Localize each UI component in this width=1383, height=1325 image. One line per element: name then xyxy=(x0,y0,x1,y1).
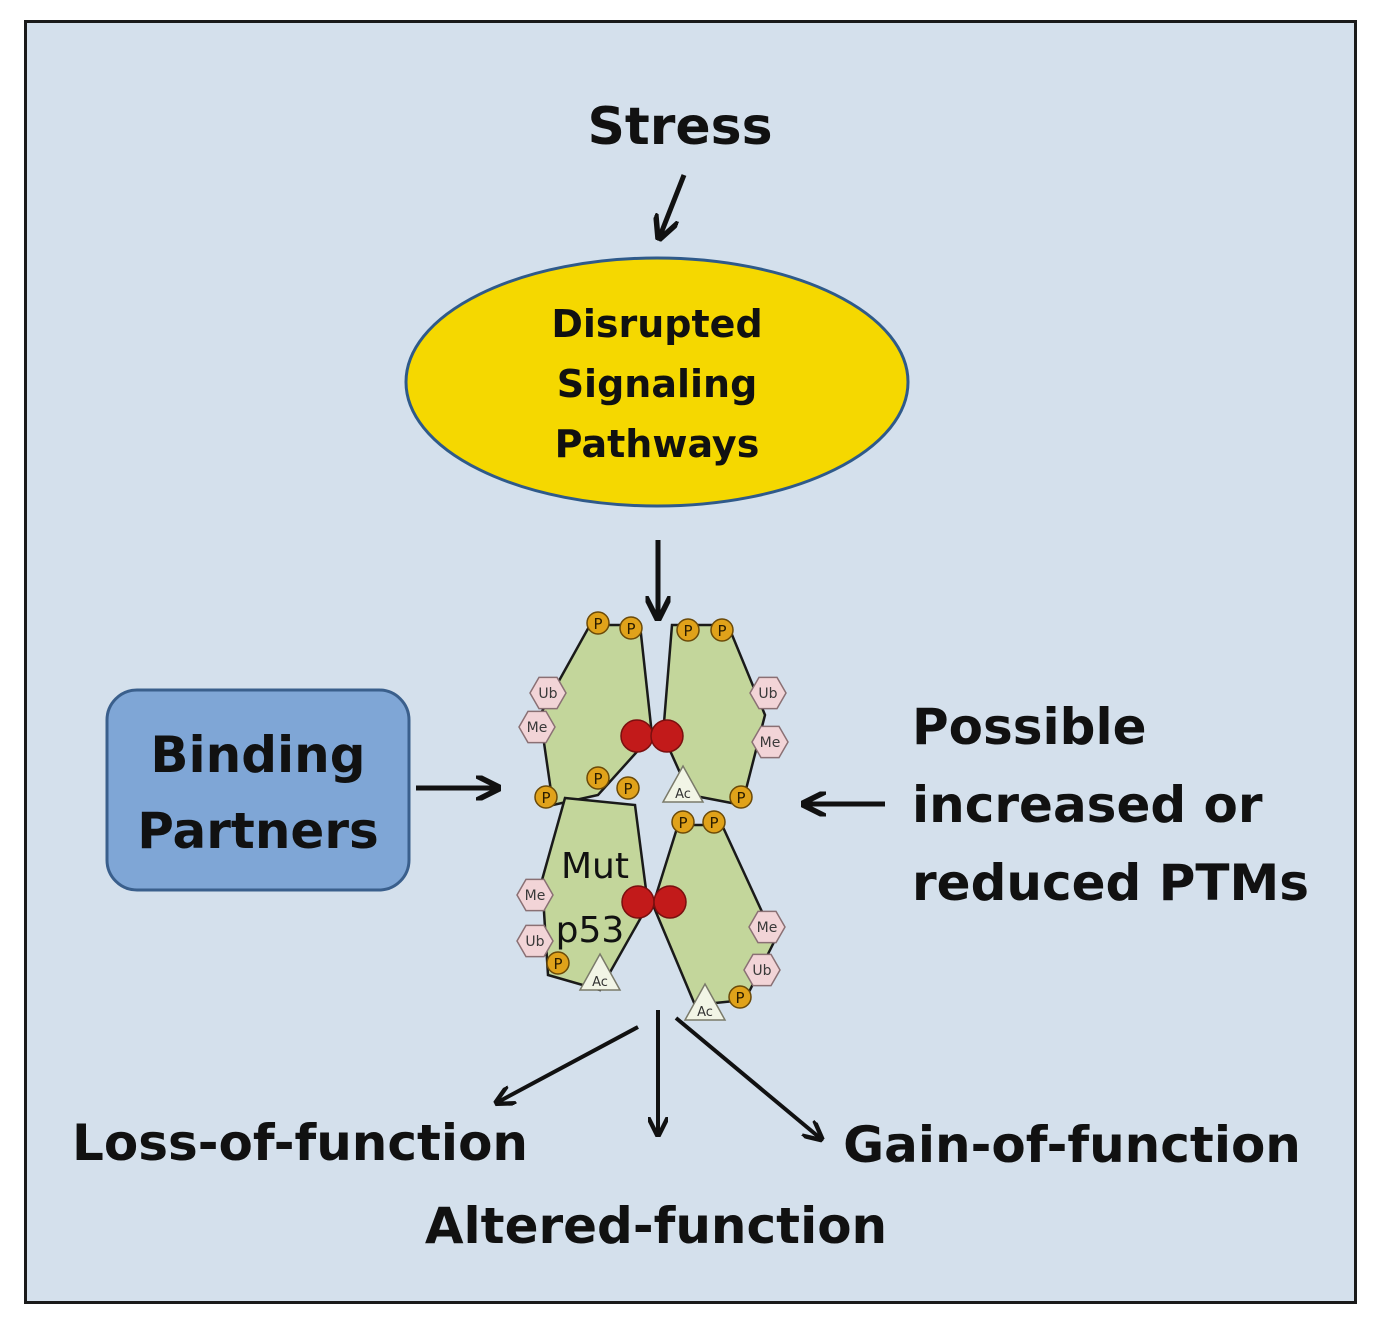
svg-text:P: P xyxy=(623,780,632,798)
stress-label: Stress xyxy=(587,97,772,157)
svg-text:Ac: Ac xyxy=(592,975,608,990)
ptm-note-line-3: reduced PTMs xyxy=(912,854,1309,912)
svg-text:P: P xyxy=(553,955,562,973)
dimer-contact-dot xyxy=(620,719,654,753)
svg-text:Me: Me xyxy=(760,735,781,751)
phosphorylation-marker: P xyxy=(676,618,700,642)
dimer-contact-dot xyxy=(650,719,684,753)
binding-box-line-2: Partners xyxy=(137,802,379,860)
loss-of-function-arrow xyxy=(498,1025,639,1102)
binding-partners-box xyxy=(105,688,411,892)
methyl-marker: Me xyxy=(751,725,789,759)
acetylation-marker: Ac xyxy=(661,764,705,803)
svg-text:P: P xyxy=(735,989,744,1007)
svg-text:Ub: Ub xyxy=(538,686,557,702)
svg-text:P: P xyxy=(593,770,602,788)
phosphorylation-marker: P xyxy=(728,985,752,1009)
loss-of-function-label: Loss-of-function xyxy=(72,1114,528,1172)
phosphorylation-marker: P xyxy=(710,618,734,642)
ubiquitin-marker: Ub xyxy=(516,924,554,958)
ptm-note-line-1: Possible xyxy=(912,698,1147,756)
ubiquitin-marker: Ub xyxy=(743,953,781,987)
methyl-marker: Me xyxy=(748,910,786,944)
p53-label-line-1: Mut xyxy=(561,846,629,887)
svg-text:P: P xyxy=(736,789,745,807)
signaling-ellipse xyxy=(404,256,910,508)
stress-arrow xyxy=(660,174,687,236)
phosphorylation-marker: P xyxy=(729,785,753,809)
methyl-marker: Me xyxy=(516,878,554,912)
p53-label-line-2: p53 xyxy=(556,910,625,951)
svg-text:Me: Me xyxy=(525,888,546,904)
ellipse-line-2: Signaling xyxy=(557,362,758,406)
ellipse-line-3: Pathways xyxy=(555,422,760,466)
svg-text:P: P xyxy=(683,622,692,640)
phosphorylation-marker: P xyxy=(671,810,695,834)
phosphorylation-marker: P xyxy=(534,785,558,809)
gain-of-function-arrow xyxy=(674,1016,820,1138)
svg-text:Ac: Ac xyxy=(675,787,691,802)
ellipse-line-1: Disrupted xyxy=(551,302,762,346)
binding-box-line-1: Binding xyxy=(150,726,365,784)
svg-text:Me: Me xyxy=(757,920,778,936)
svg-text:P: P xyxy=(717,622,726,640)
phosphorylation-marker: P xyxy=(619,616,643,640)
svg-text:Ac: Ac xyxy=(697,1005,713,1020)
svg-text:P: P xyxy=(541,789,550,807)
ubiquitin-marker: Ub xyxy=(749,676,787,710)
svg-text:Me: Me xyxy=(527,720,548,736)
gain-of-function-label: Gain-of-function xyxy=(843,1116,1301,1174)
altered-function-label: Altered-function xyxy=(425,1197,887,1255)
dimer-contact-dot xyxy=(653,885,687,919)
svg-text:Ub: Ub xyxy=(752,963,771,979)
svg-text:P: P xyxy=(593,615,602,633)
phosphorylation-marker: P xyxy=(586,766,610,790)
phosphorylation-marker: P xyxy=(616,776,640,800)
svg-text:P: P xyxy=(626,620,635,638)
acetylation-marker: Ac xyxy=(578,952,622,991)
svg-text:P: P xyxy=(709,814,718,832)
dimer-contact-dot xyxy=(621,885,655,919)
ptm-note-line-2: increased or xyxy=(912,776,1263,834)
phosphorylation-marker: P xyxy=(702,810,726,834)
svg-text:Ub: Ub xyxy=(525,934,544,950)
methyl-marker: Me xyxy=(518,710,556,744)
svg-text:Ub: Ub xyxy=(758,686,777,702)
ubiquitin-marker: Ub xyxy=(529,676,567,710)
phosphorylation-marker: P xyxy=(546,951,570,975)
svg-text:P: P xyxy=(678,814,687,832)
phosphorylation-marker: P xyxy=(586,611,610,635)
acetylation-marker: Ac xyxy=(683,982,727,1021)
